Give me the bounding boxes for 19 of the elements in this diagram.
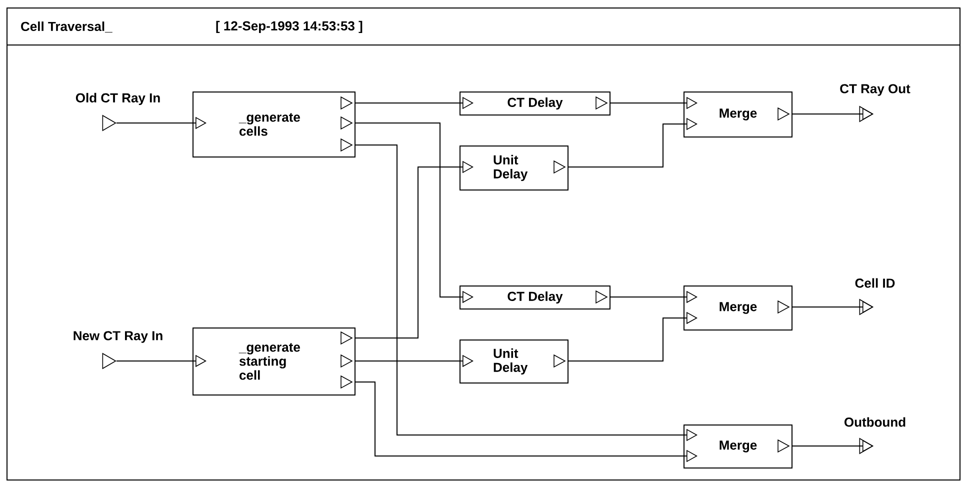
block-box: Unit Delay (460, 146, 568, 190)
block-box: Merge (684, 286, 792, 330)
block-box: Unit Delay (460, 340, 568, 384)
connector (568, 118, 698, 168)
timestamp: [ 12-Sep-1993 14:53:53 ] (216, 20, 362, 34)
port-label: Old CT Ray In (76, 92, 160, 106)
connector (568, 312, 698, 362)
block-box: CT Delay (460, 286, 610, 310)
connector (355, 160, 474, 338)
port-label: CT Ray Out (840, 84, 910, 96)
port-label: Cell ID (855, 278, 895, 288)
block-box: Merge (684, 92, 792, 138)
block-box: CT Delay (460, 92, 610, 116)
title: Cell Traversal_ (21, 21, 112, 32)
block-box: Merge (684, 424, 792, 468)
port-label: New CT Ray In (74, 331, 162, 343)
port-label: Outbound (844, 417, 906, 427)
block-box: _generate starting cell (192, 328, 356, 396)
block-box: _generate cells (192, 92, 356, 158)
